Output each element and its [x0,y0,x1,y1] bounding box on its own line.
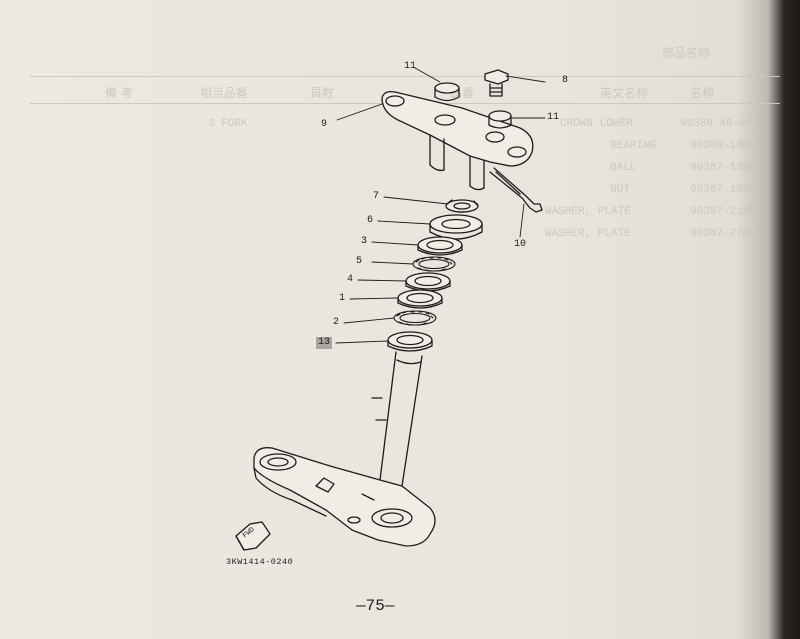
bleed-col-remarks: 備 考 [105,86,133,100]
bleed-row-2-partno: 90389-1800 [690,140,757,152]
cap-left [434,82,460,102]
bleed-row-1-partno: 90389-40-0000 [680,118,766,130]
callout-4: 4 [347,274,354,285]
pinch-bolt [489,167,543,213]
callout-13-highlighted[interactable]: 13 [316,337,333,349]
lower-cup-race [397,289,443,309]
bleed-row-6-partno: 90387-2700 [690,228,757,240]
lower-race [387,331,433,352]
callout-2: 2 [333,317,340,328]
bleed-row-6-name: WASHER, PLATE [545,228,631,240]
callout-11-left: 11 [404,61,417,72]
bleed-header-title: 部品名称 [662,47,711,61]
washer-thick [429,214,483,240]
crown-bolt [484,69,509,97]
callout-11-right: 11 [547,112,560,123]
callout-10: 10 [514,239,527,250]
upper-race [417,236,463,256]
bleed-row-1-remark: 3 FORK [208,118,248,130]
upper-cup-race [405,272,451,292]
fwd-arrow-icon [235,521,271,551]
bleed-row-3-name: BALL [610,162,637,174]
page-number: —75— [356,597,395,615]
bleed-row-5-partno: 90387-2100 [690,206,757,218]
callout-5: 5 [356,256,363,267]
bleed-col-qty: 員数 [310,86,335,100]
ring-nut [445,199,479,213]
bleed-row-4-name: NUT [610,184,630,196]
figure-code: 3KW1414-0240 [226,557,294,567]
callout-1: 1 [339,293,346,304]
bleed-row-4-partno: 90387-1800 [690,184,757,196]
upper-balls [412,256,456,272]
bleed-row-1-name: CROWN LOWER [560,118,633,130]
cap-right [488,110,512,129]
bleed-row-2-name: BEARING [610,140,657,152]
bleed-col-equiv: 相当品番 [200,86,249,100]
bleed-row-5-name: WASHER, PLATE [545,206,631,218]
upper-bracket [381,90,534,191]
callout-6: 6 [367,215,374,226]
callout-7: 7 [373,191,380,202]
callout-9: 9 [321,119,328,130]
lower-bracket [253,447,436,547]
bleed-col-name: 名称 [690,86,715,100]
header-rule-top [30,76,780,77]
lower-balls [393,310,437,326]
callout-8: 8 [562,75,569,86]
leader-lines [335,67,546,344]
bleed-rows: 90389-40-0000 CROWN LOWER 3 FORK 90389-1… [200,118,780,248]
bleed-col-english: 英文名称 [600,86,649,100]
steering-stem [371,351,423,487]
callout-3: 3 [361,236,368,247]
bleed-row-3-partno: 90387-1800 [690,162,757,174]
